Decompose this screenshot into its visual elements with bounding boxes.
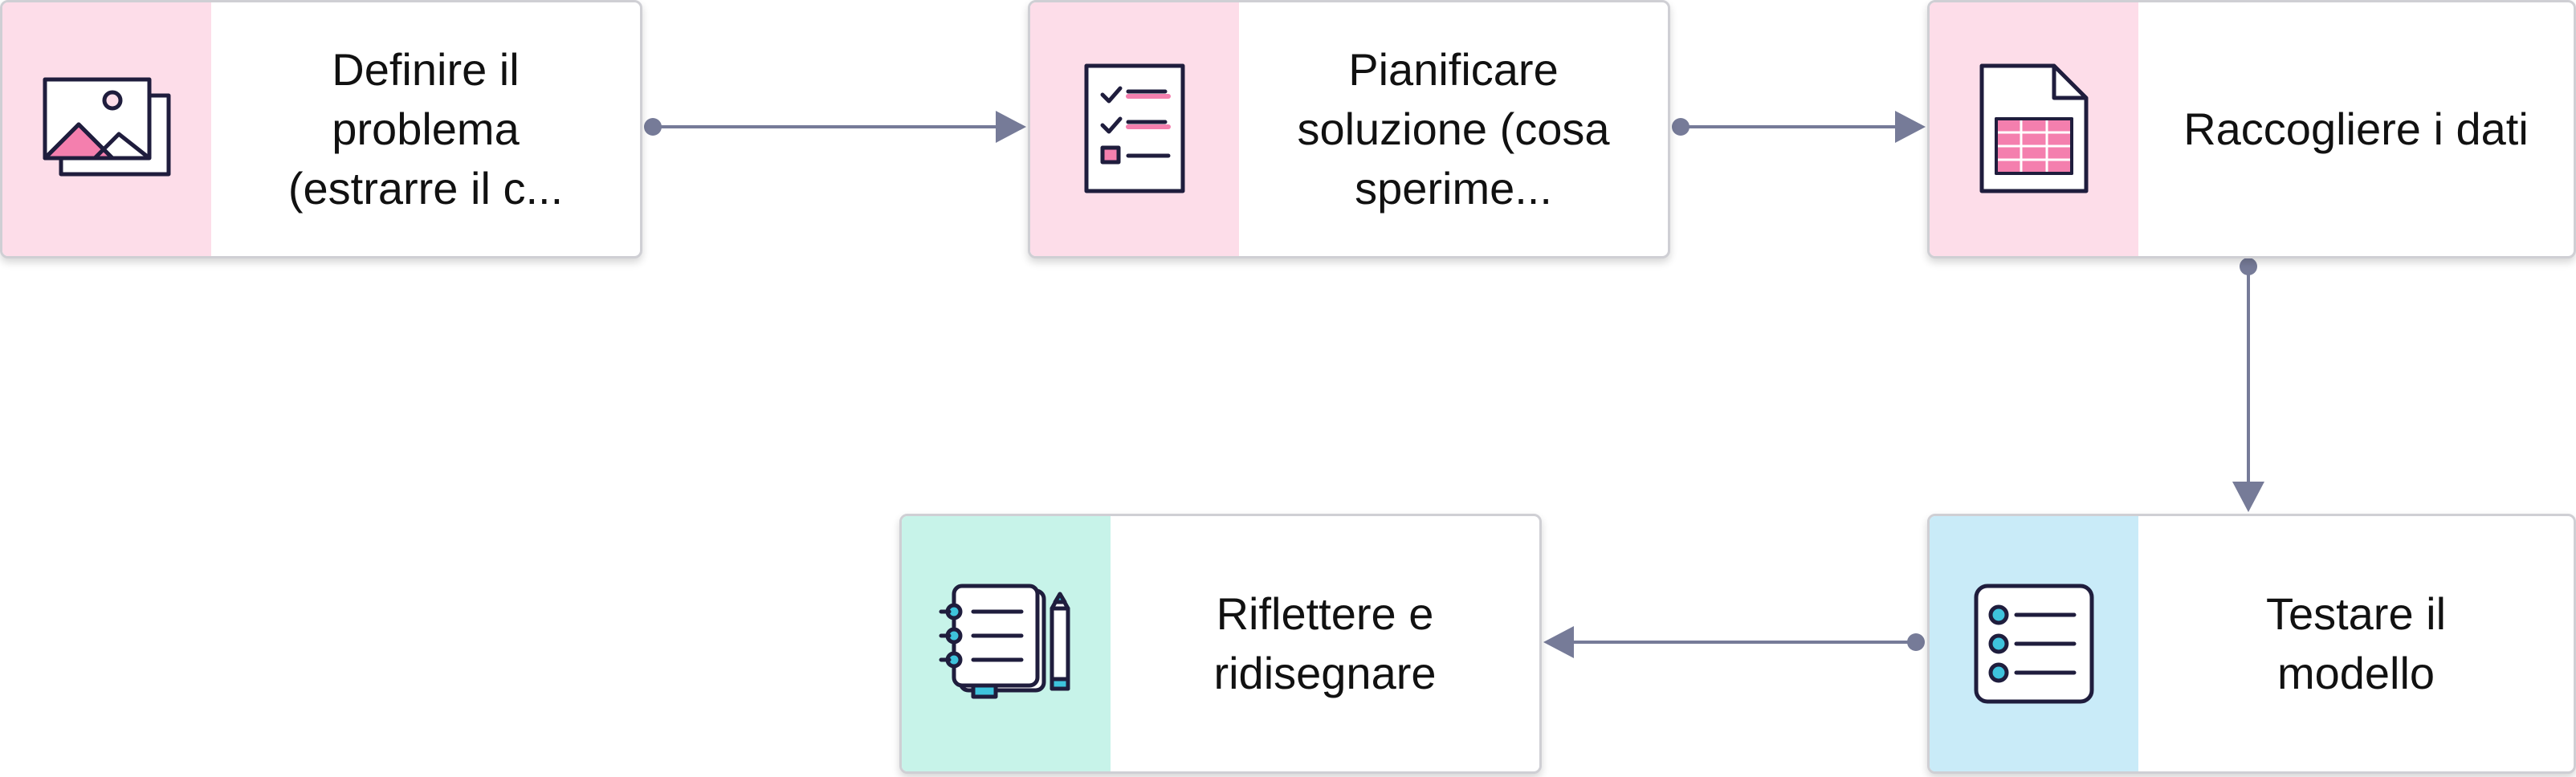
notebook-pencil-icon [939, 584, 1070, 699]
edge-arrowhead [996, 111, 1026, 143]
node-plan-solution[interactable]: Pianificare soluzione (cosa sperime... [1028, 0, 1670, 258]
node-label: Riflettere e ridisegnare [1213, 588, 1437, 698]
node-reflect-redesign[interactable]: Riflettere e ridisegnare [899, 514, 1542, 774]
node-define-problem[interactable]: Definire il problema (estrarre il c... [0, 0, 642, 258]
list-icon [1974, 584, 2094, 704]
node-test-model[interactable]: Testare il modello [1927, 514, 2576, 774]
spreadsheet-file-icon [1979, 63, 2089, 193]
edge-arrowhead [1543, 626, 1574, 658]
node-label: Raccogliere i dati [2183, 104, 2529, 154]
edge-define-to-plan [644, 111, 1026, 143]
node-label: Testare il modello [2265, 588, 2447, 698]
edge-arrowhead [1895, 111, 1926, 143]
checklist-icon [1084, 63, 1185, 193]
node-label: Definire il problema (estrarre il c... [287, 44, 564, 214]
image-gallery-icon [43, 77, 171, 177]
edge-plan-to-collect [1672, 111, 1926, 143]
edge-collect-to-test [2232, 258, 2264, 512]
icon-panel [902, 516, 1111, 771]
edge-arrowhead [2232, 482, 2264, 512]
node-collect-data[interactable]: Raccogliere i dati [1927, 0, 2576, 258]
icon-panel [1930, 516, 2138, 771]
edge-test-to-reflect [1543, 626, 1925, 658]
icon-panel [1030, 2, 1239, 256]
icon-panel [1930, 2, 2138, 256]
node-label: Pianificare soluzione (cosa sperime... [1297, 44, 1610, 214]
icon-panel [2, 2, 211, 256]
